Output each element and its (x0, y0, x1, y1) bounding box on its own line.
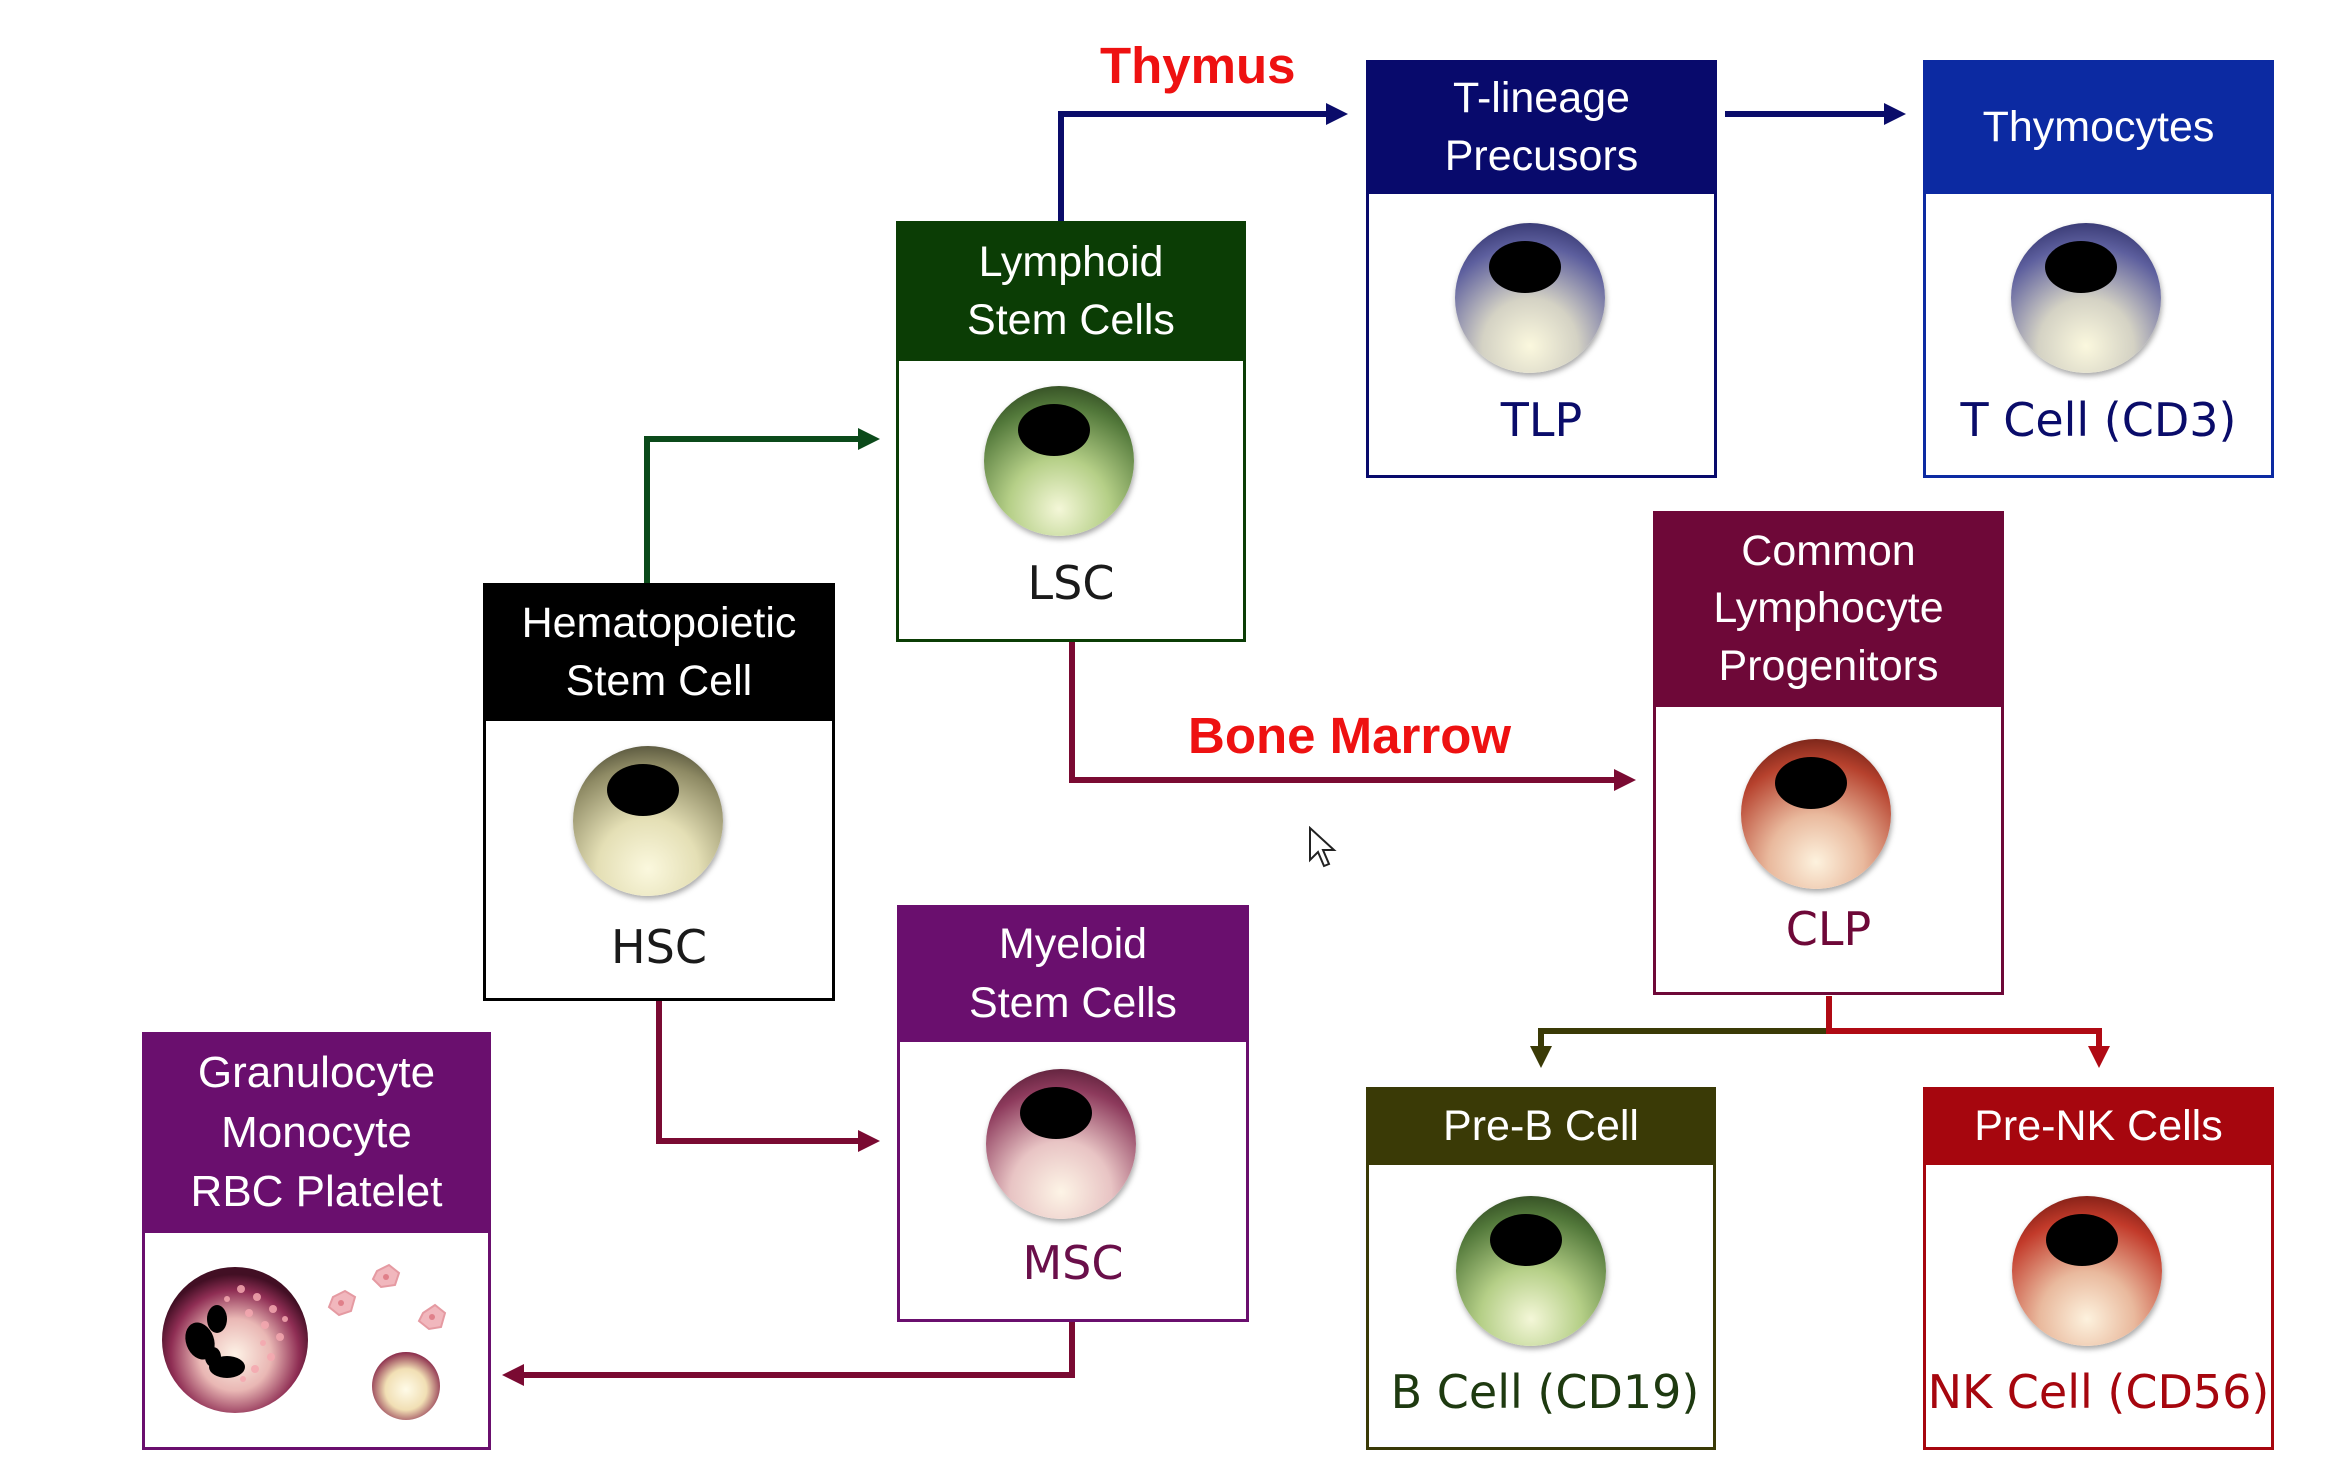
thymocytes-code: T Cell (CD3) (1960, 393, 2237, 447)
pre-nk-code: NK Cell (CD56) (1927, 1365, 2270, 1419)
arrow-tlp-to-thymocytes (1725, 103, 1906, 125)
nucleus-icon (1020, 1087, 1092, 1139)
clp-title: Common Lymphocyte Progenitors (1653, 511, 2004, 707)
pre-nk-card: Pre-NK Cells NK Cell (CD56) (1923, 1087, 2274, 1450)
arrow-clp-to-pre-nk (1826, 996, 2110, 1068)
mature-cells-title: Granulocyte Monocyte RBC Platelet (142, 1032, 491, 1233)
lsc-cell-icon (984, 386, 1134, 536)
lsc-card: Lymphoid Stem Cells LSC (896, 221, 1246, 642)
pre-b-cell-icon (1456, 1196, 1606, 1346)
granulocyte-icon (162, 1267, 308, 1413)
arrow-msc-to-mature (502, 1322, 1075, 1386)
tlp-title: T-lineage Precusors (1366, 60, 1717, 194)
nucleus-icon (1775, 757, 1847, 809)
thymus-label: Thymus (1100, 37, 1296, 94)
nucleus-icon (607, 764, 679, 816)
mature-cells-card: Granulocyte Monocyte RBC Platelet (142, 1032, 491, 1450)
pre-b-card: Pre-B Cell B Cell (CD19) (1366, 1087, 1716, 1450)
tlp-cell-icon (1455, 223, 1605, 373)
nucleus-icon (1490, 1214, 1562, 1266)
lsc-code: LSC (1027, 556, 1115, 610)
arrow-hsc-to-lsc (644, 428, 880, 583)
bone-marrow-label: Bone Marrow (1188, 707, 1512, 764)
tlp-card: T-lineage Precusors TLP (1366, 60, 1717, 478)
hsc-cell-icon (573, 746, 723, 896)
nucleus-icon (2045, 241, 2117, 293)
hsc-title: Hematopoietic Stem Cell (483, 583, 835, 721)
arrow-lsc-to-tlp (1058, 103, 1348, 221)
tlp-code: TLP (1500, 393, 1583, 447)
thymocytes-title: Thymocytes (1923, 60, 2274, 194)
lsc-title: Lymphoid Stem Cells (896, 221, 1246, 361)
pre-b-code: B Cell (CD19) (1390, 1365, 1700, 1419)
clp-cell-icon (1741, 739, 1891, 889)
rbc-icon (372, 1352, 440, 1420)
clp-card: Common Lymphocyte Progenitors CLP (1653, 511, 2004, 995)
pre-nk-cell-icon (2012, 1196, 2162, 1346)
msc-title: Myeloid Stem Cells (897, 905, 1249, 1042)
thymocytes-card: Thymocytes T Cell (CD3) (1923, 60, 2274, 478)
msc-card: Myeloid Stem Cells MSC (897, 905, 1249, 1322)
hsc-code: HSC (611, 920, 707, 974)
nucleus-icon (2046, 1214, 2118, 1266)
hsc-card: Hematopoietic Stem Cell HSC (483, 583, 835, 1001)
pre-b-title: Pre-B Cell (1366, 1087, 1716, 1165)
msc-cell-icon (986, 1069, 1136, 1219)
clp-code: CLP (1785, 902, 1872, 956)
arrow-clp-to-pre-b (1530, 996, 1832, 1068)
thymocytes-cell-icon (2011, 223, 2161, 373)
pre-nk-title: Pre-NK Cells (1923, 1087, 2274, 1165)
nucleus-icon (1018, 404, 1090, 456)
mature-cells-illustration (162, 1263, 447, 1420)
mouse-pointer-icon (1309, 826, 1337, 868)
msc-code: MSC (1022, 1236, 1124, 1290)
arrow-hsc-to-msc (656, 1001, 880, 1152)
nucleus-icon (1489, 241, 1561, 293)
arrow-lsc-to-clp (1069, 642, 1636, 791)
